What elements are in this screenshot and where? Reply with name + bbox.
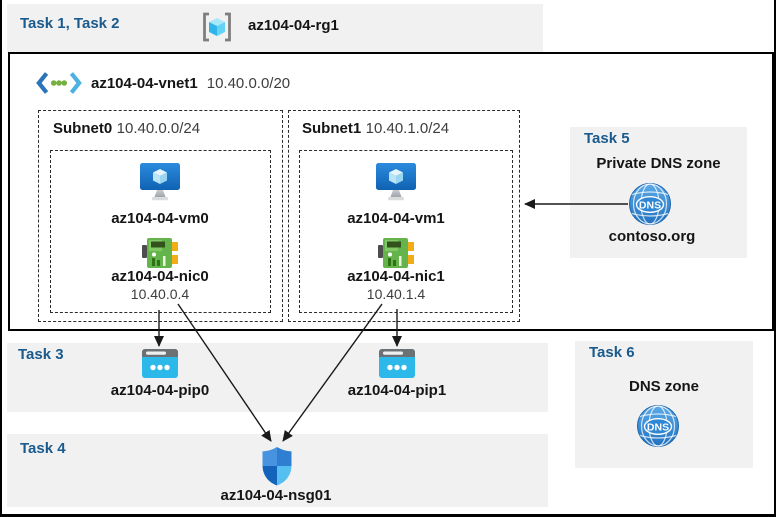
subnet1-inner-box [299,150,513,313]
nic1-name: az104-04-nic1 [347,268,445,285]
private-dns-zone-name: contoso.org [608,228,696,245]
vnet-icon [36,72,82,94]
vnet-header: az104-04-vnet1 10.40.0.0/20 [36,70,290,96]
pip1-name: az104-04-pip1 [347,382,447,399]
private-dns-zone-title: Private DNS zone [596,155,721,172]
task-1-2-panel [7,4,543,52]
pip0-icon [142,349,178,378]
svg-text:DNS: DNS [647,422,669,434]
svg-text:DNS: DNS [639,200,661,212]
dns-zone-icon: DNS [637,405,679,447]
task-6-panel [575,341,753,468]
resource-group-icon [203,12,231,42]
nsg-icon [262,447,292,486]
vm1-name: az104-04-vm1 [347,210,445,227]
vm1-icon [376,163,416,201]
nic1-ip: 10.40.1.4 [366,286,426,302]
task-1-2-label: Task 1, Task 2 [20,15,120,32]
nic1-icon [378,238,414,268]
subnet1-box: Subnet1 10.40.1.0/24 [288,110,520,322]
pip0-name: az104-04-pip0 [110,382,210,399]
subnet0-name: Subnet0 [53,120,113,137]
nic0-icon [142,238,178,268]
private-dns-zone-icon: DNS [629,183,671,225]
pip1-icon [379,349,415,378]
task-6-label: Task 6 [589,344,635,361]
vnet-cidr: 10.40.0.0/20 [206,74,291,92]
subnet1-cidr: 10.40.1.0/24 [365,120,450,137]
task-3-label: Task 3 [18,346,64,363]
subnet0-inner-box [50,150,271,313]
vnet-name: az104-04-vnet1 [91,74,198,92]
vm0-icon [140,163,180,201]
task-5-label: Task 5 [584,130,630,147]
subnet0-box: Subnet0 10.40.0.0/24 [38,110,283,322]
resource-group-name: az104-04-rg1 [248,17,339,34]
subnet1-name: Subnet1 [302,120,362,137]
dns-zone-title: DNS zone [628,378,699,395]
task-3-panel [7,343,548,412]
nsg-name: az104-04-nsg01 [220,487,332,504]
nic0-ip: 10.40.0.4 [130,286,190,302]
nic0-name: az104-04-nic0 [111,268,209,285]
task-4-label: Task 4 [20,440,66,457]
subnet0-cidr: 10.40.0.0/24 [116,120,201,137]
vm0-name: az104-04-vm0 [111,210,209,227]
